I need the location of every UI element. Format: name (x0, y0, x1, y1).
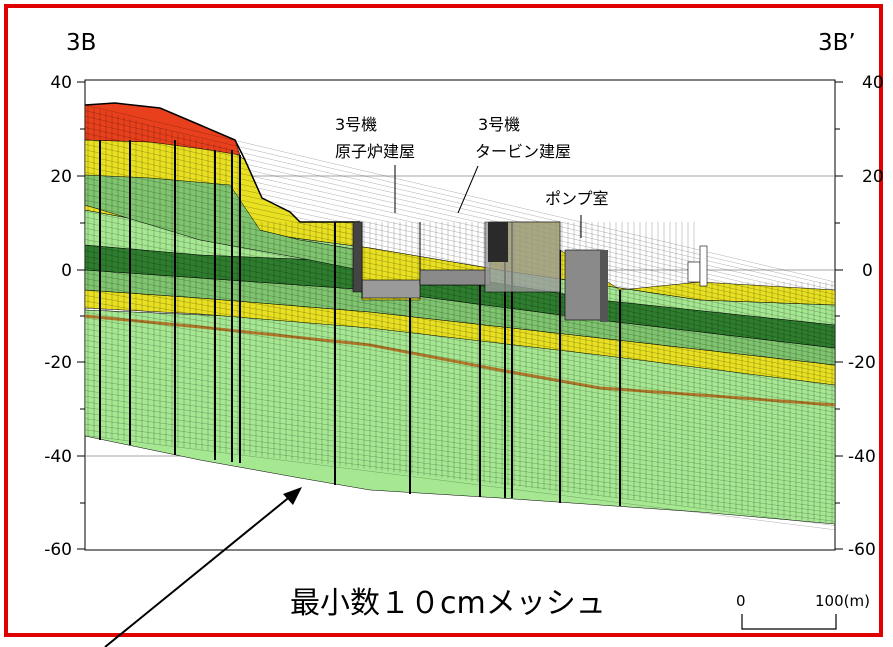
reactor-building-structure (352, 221, 421, 299)
turbine-label-line1: 3号機 (478, 115, 520, 134)
building-annotations: 3号機 原子炉建屋 3号機 タービン建屋 ポンプ室 (335, 115, 609, 208)
mesh-horizontal-lines (85, 104, 835, 530)
scale-end-label: 100(m) (815, 592, 870, 610)
ground-surface-line (84, 102, 360, 223)
turbine-building-structure (419, 221, 561, 293)
right-tick-minus40: -40 (848, 447, 876, 467)
scale-zero-label: 0 (736, 592, 746, 610)
section-left-label: 3B (66, 30, 96, 56)
right-small-structure (687, 245, 708, 287)
left-tick-minus40: -40 (44, 447, 72, 467)
turbine-label-line2: タービン建屋 (475, 142, 571, 161)
left-tick-20: 20 (50, 167, 72, 187)
right-tick-40: 40 (862, 73, 884, 93)
left-tick-minus60: -60 (44, 540, 72, 560)
right-tick-0: 0 (862, 261, 873, 281)
left-tick-0: 0 (61, 261, 72, 281)
mesh-note: 最小数１０cmメッシュ (290, 586, 606, 621)
mesh-vertical-lines (87, 105, 833, 524)
scale-bar: 0 100(m) (736, 592, 870, 630)
left-axis-labels: 40 20 0 -20 -40 -60 (44, 73, 72, 560)
right-tick-minus60: -60 (848, 540, 876, 560)
left-tick-minus20: -20 (44, 353, 72, 373)
pump-room-label: ポンプ室 (545, 189, 609, 208)
reactor-label-line2: 原子炉建屋 (335, 142, 415, 161)
right-axis-labels: 40 20 0 -20 -40 -60 (848, 73, 884, 560)
section-right-label: 3B’ (818, 30, 856, 56)
pump-room-structure (564, 249, 608, 322)
left-tick-40: 40 (50, 73, 72, 93)
label-leader-lines (394, 165, 582, 238)
pointer-arrow (104, 487, 302, 647)
right-tick-minus20: -20 (848, 353, 876, 373)
right-tick-20: 20 (862, 167, 884, 187)
axis-ticks (77, 81, 843, 550)
reactor-label-line1: 3号機 (335, 115, 377, 134)
figure-frame (4, 4, 883, 637)
